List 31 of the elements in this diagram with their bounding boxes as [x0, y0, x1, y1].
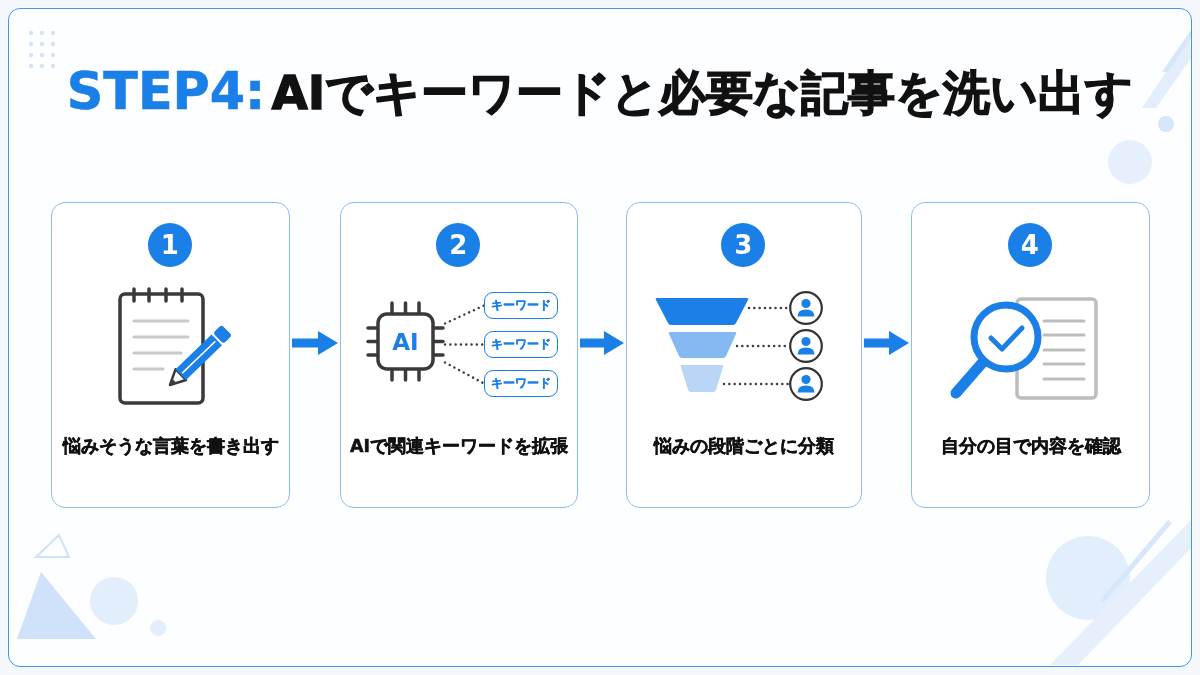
funnel-segment — [655, 298, 749, 325]
step-number: 3 — [721, 223, 766, 267]
step-card — [51, 202, 290, 508]
step-caption: 自分の目で内容を確認 — [939, 435, 1123, 458]
step-card — [911, 202, 1150, 508]
keyword-tag: キーワード — [484, 331, 558, 358]
step-caption: 悩みの段階ごとに分類 — [652, 435, 835, 458]
dotted-connector — [443, 361, 486, 385]
title: STEP4:AIでキーワードと必要な記事を洗い出す — [66, 61, 1134, 123]
person-icon — [789, 329, 823, 363]
funnel-segment — [668, 332, 737, 358]
step-card — [340, 202, 578, 508]
person-icon — [789, 291, 823, 325]
step-number: 2 — [436, 223, 481, 267]
keyword-tag: キーワード — [484, 370, 558, 397]
keyword-tag: キーワード — [484, 292, 558, 319]
funnel-segment — [680, 365, 724, 392]
step-card — [626, 202, 862, 508]
dotted-connector — [443, 343, 486, 346]
dotted-connector — [443, 304, 486, 325]
arrow — [864, 331, 909, 355]
dotted-connector — [722, 382, 791, 386]
step-caption: AIで関連キーワードを拡張 — [348, 435, 570, 458]
person-icon — [789, 367, 823, 401]
step-number: 4 — [1007, 223, 1052, 267]
step-caption: 悩みそうな言葉を書き出す — [61, 435, 280, 458]
step-number: 1 — [147, 223, 192, 267]
ai-chip — [366, 301, 445, 382]
arrow — [580, 331, 624, 355]
chip-label: AI — [391, 327, 420, 357]
arrow — [292, 331, 338, 355]
